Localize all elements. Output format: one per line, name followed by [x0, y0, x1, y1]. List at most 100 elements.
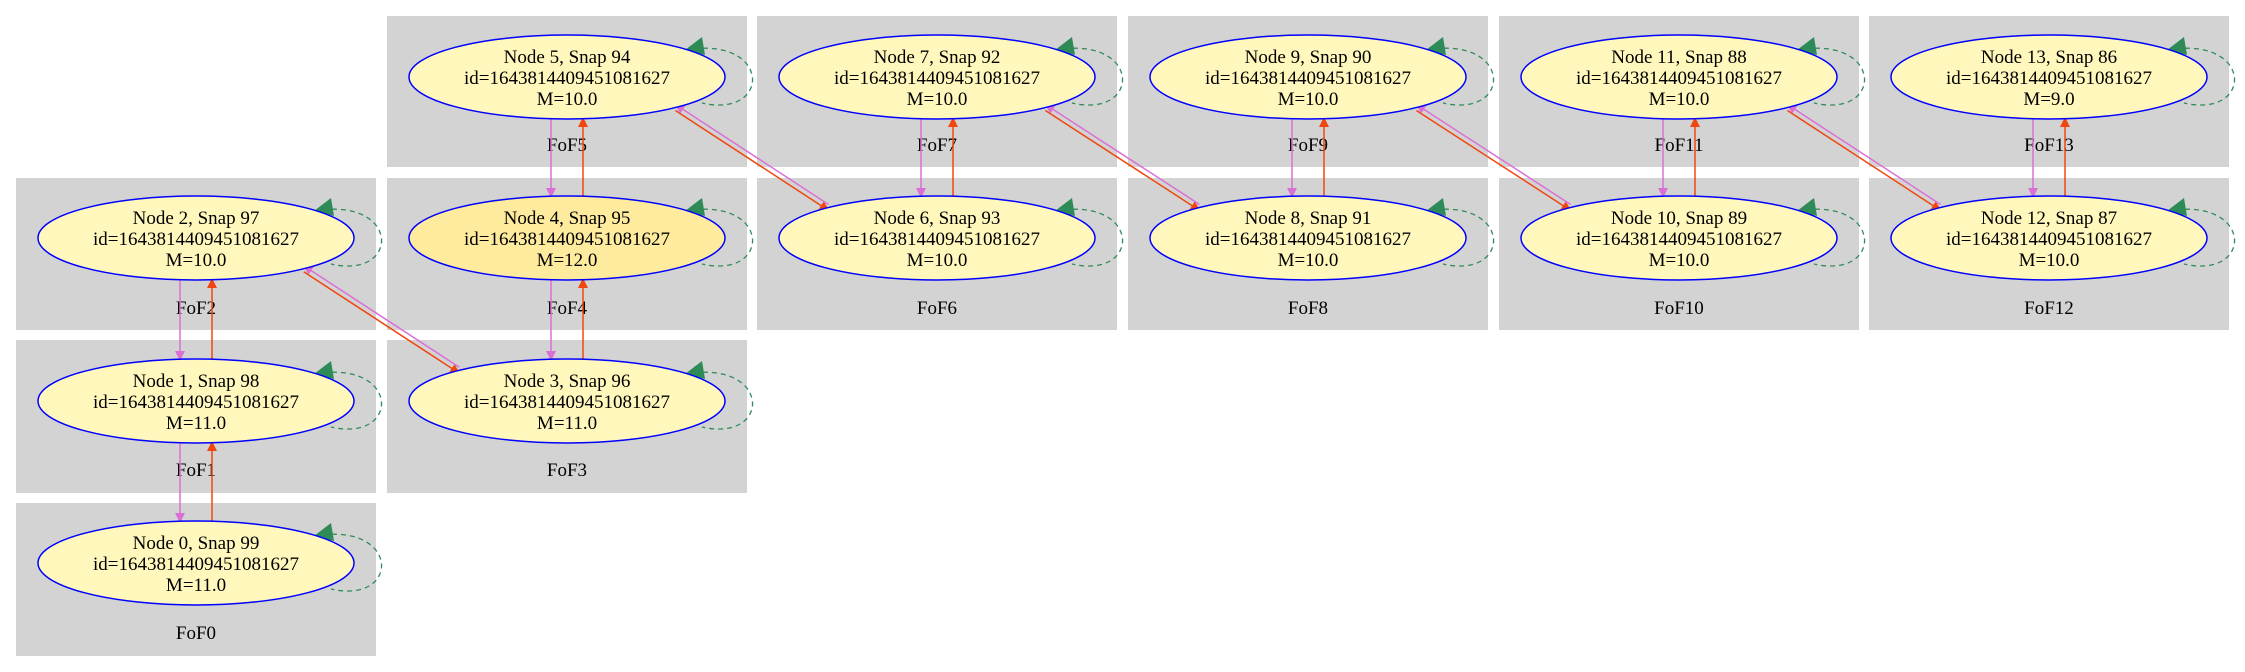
- node-mass: M=11.0: [166, 575, 226, 596]
- node-mass: M=10.0: [907, 250, 968, 271]
- node-title: Node 10, Snap 89: [1611, 208, 1747, 229]
- node-mass: M=10.0: [166, 250, 227, 271]
- node-13[interactable]: Node 13, Snap 86id=1643814409451081627M=…: [1890, 34, 2236, 120]
- self-loop-edge: [2166, 208, 2236, 267]
- node-7[interactable]: Node 7, Snap 92id=1643814409451081627M=1…: [778, 34, 1124, 120]
- node-id: id=1643814409451081627: [834, 68, 1040, 89]
- edge-layer: [175, 103, 2070, 523]
- node-title: Node 5, Snap 94: [504, 47, 631, 68]
- node-id: id=1643814409451081627: [1946, 68, 2152, 89]
- node-12[interactable]: Node 12, Snap 87id=1643814409451081627M=…: [1890, 195, 2236, 281]
- cluster-label: FoF13: [2024, 135, 2074, 156]
- node-mass: M=10.0: [1649, 250, 1710, 271]
- node-0[interactable]: Node 0, Snap 99id=1643814409451081627M=1…: [37, 520, 383, 606]
- node-10[interactable]: Node 10, Snap 89id=1643814409451081627M=…: [1520, 195, 1866, 281]
- node-mass: M=10.0: [1278, 89, 1339, 110]
- node-2[interactable]: Node 2, Snap 97id=1643814409451081627M=1…: [37, 195, 383, 281]
- self-loop-edge: [684, 208, 754, 267]
- node-ellipse[interactable]: [408, 34, 726, 120]
- node-id: id=1643814409451081627: [1576, 68, 1782, 89]
- descendant-edge: [1787, 109, 1942, 212]
- node-mass: M=11.0: [537, 413, 597, 434]
- node-mass: M=10.0: [537, 89, 598, 110]
- descendant-edge: [675, 109, 830, 212]
- node-id: id=1643814409451081627: [1205, 229, 1411, 250]
- node-title: Node 0, Snap 99: [133, 533, 260, 554]
- node-ellipse[interactable]: [37, 195, 355, 281]
- self-loop-edge: [1425, 208, 1495, 267]
- node-mass: M=11.0: [166, 413, 226, 434]
- node-id: id=1643814409451081627: [1576, 229, 1782, 250]
- node-ellipse[interactable]: [1149, 195, 1467, 281]
- cluster-label: FoF2: [176, 298, 216, 319]
- node-9[interactable]: Node 9, Snap 90id=1643814409451081627M=1…: [1149, 34, 1495, 120]
- node-title: Node 9, Snap 90: [1245, 47, 1372, 68]
- progenitor-edge: [1415, 103, 1571, 206]
- node-11[interactable]: Node 11, Snap 88id=1643814409451081627M=…: [1520, 34, 1866, 120]
- node-mass: M=10.0: [907, 89, 968, 110]
- node-ellipse[interactable]: [37, 358, 355, 444]
- node-title: Node 12, Snap 87: [1981, 208, 2117, 229]
- descendant-edge: [303, 271, 461, 374]
- node-id: id=1643814409451081627: [1205, 68, 1411, 89]
- node-id: id=1643814409451081627: [464, 392, 670, 413]
- cluster-label: FoF1: [176, 460, 216, 481]
- node-mass: M=10.0: [2019, 250, 2080, 271]
- cluster-label: FoF5: [547, 135, 587, 156]
- node-mass: M=10.0: [1649, 89, 1710, 110]
- node-title: Node 1, Snap 98: [133, 371, 260, 392]
- node-title: Node 6, Snap 93: [874, 208, 1001, 229]
- node-mass: M=9.0: [2023, 89, 2074, 110]
- node-ellipse[interactable]: [1520, 34, 1838, 120]
- node-title: Node 2, Snap 97: [133, 208, 260, 229]
- node-3[interactable]: Node 3, Snap 96id=1643814409451081627M=1…: [408, 358, 754, 444]
- node-layer: Node 0, Snap 99id=1643814409451081627M=1…: [37, 34, 2236, 606]
- self-loop-edge: [2166, 47, 2236, 106]
- progenitor-edge: [302, 265, 460, 368]
- self-loop-edge: [684, 371, 754, 430]
- node-ellipse[interactable]: [408, 195, 726, 281]
- self-loop-edge: [313, 533, 383, 592]
- node-ellipse[interactable]: [1149, 34, 1467, 120]
- node-id: id=1643814409451081627: [93, 229, 299, 250]
- cluster-label: FoF6: [917, 298, 957, 319]
- node-id: id=1643814409451081627: [93, 554, 299, 575]
- node-title: Node 4, Snap 95: [504, 208, 631, 229]
- node-id: id=1643814409451081627: [93, 392, 299, 413]
- self-loop-edge: [313, 371, 383, 430]
- node-ellipse[interactable]: [778, 34, 1096, 120]
- progenitor-edge: [1786, 103, 1941, 206]
- node-ellipse[interactable]: [778, 195, 1096, 281]
- node-id: id=1643814409451081627: [834, 229, 1040, 250]
- node-ellipse[interactable]: [1890, 34, 2208, 120]
- node-mass: M=12.0: [537, 250, 598, 271]
- cluster-label: FoF0: [176, 623, 216, 644]
- cluster-label: FoF8: [1288, 298, 1328, 319]
- self-loop-edge: [1054, 47, 1124, 106]
- node-ellipse[interactable]: [1890, 195, 2208, 281]
- self-loop-edge: [1054, 208, 1124, 267]
- cluster-label: FoF11: [1655, 135, 1704, 156]
- cluster-label: FoF7: [917, 135, 957, 156]
- descendant-edge: [1416, 109, 1572, 212]
- node-id: id=1643814409451081627: [464, 68, 670, 89]
- cluster-label: FoF9: [1288, 135, 1328, 156]
- node-1[interactable]: Node 1, Snap 98id=1643814409451081627M=1…: [37, 358, 383, 444]
- node-id: id=1643814409451081627: [1946, 229, 2152, 250]
- node-4[interactable]: Node 4, Snap 95id=1643814409451081627M=1…: [408, 195, 754, 281]
- cluster-label: FoF4: [547, 298, 588, 319]
- node-title: Node 7, Snap 92: [874, 47, 1001, 68]
- node-title: Node 8, Snap 91: [1245, 208, 1372, 229]
- node-id: id=1643814409451081627: [464, 229, 670, 250]
- self-loop-edge: [1796, 208, 1866, 267]
- node-ellipse[interactable]: [1520, 195, 1838, 281]
- node-8[interactable]: Node 8, Snap 91id=1643814409451081627M=1…: [1149, 195, 1495, 281]
- self-loop-edge: [1796, 47, 1866, 106]
- cluster-label: FoF3: [547, 460, 587, 481]
- node-5[interactable]: Node 5, Snap 94id=1643814409451081627M=1…: [408, 34, 754, 120]
- node-6[interactable]: Node 6, Snap 93id=1643814409451081627M=1…: [778, 195, 1124, 281]
- node-ellipse[interactable]: [37, 520, 355, 606]
- progenitor-edge: [1044, 103, 1200, 206]
- node-ellipse[interactable]: [408, 358, 726, 444]
